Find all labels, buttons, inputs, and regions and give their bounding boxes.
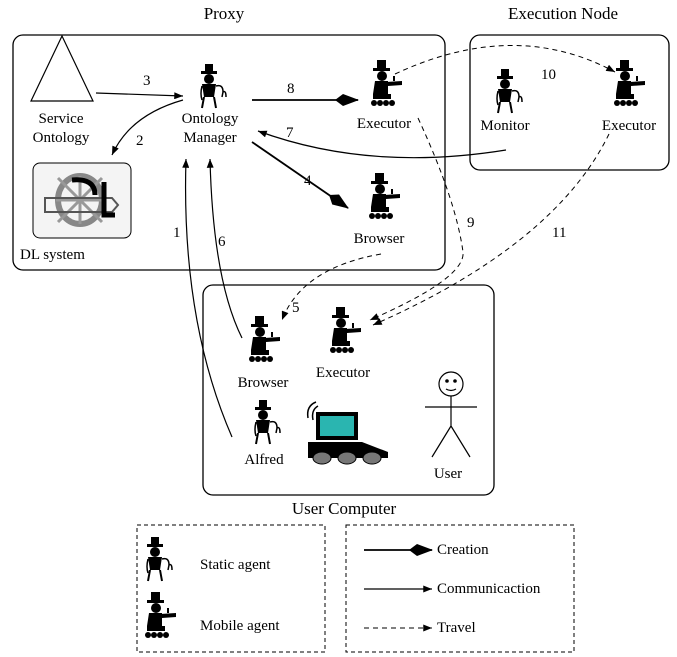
triangle-icon <box>30 34 94 102</box>
edge-5 <box>281 253 382 321</box>
edge-label-8: 8 <box>287 81 295 97</box>
edge-label-7: 7 <box>286 125 294 141</box>
mobile-agent-icon-user-browser <box>248 315 281 363</box>
static-agent-icon-monitor <box>496 68 523 114</box>
legend-arrows-box <box>345 524 575 653</box>
user-computer-box <box>202 284 495 496</box>
edge-4 <box>251 141 349 209</box>
edge-label-1: 1 <box>173 225 181 241</box>
proxy-box <box>12 34 446 271</box>
edge-label-5: 5 <box>292 300 300 316</box>
execution-node-title: Execution Node <box>508 4 618 23</box>
user-browser-label: Browser <box>237 375 289 391</box>
edge-9 <box>369 117 464 321</box>
edge-10 <box>394 45 616 75</box>
mobile-agent-icon-legend <box>144 591 177 639</box>
edge-label-11: 11 <box>552 225 567 241</box>
mobile-agent-icon-proxy-browser <box>368 172 401 220</box>
service-ontology-label-1: Service <box>38 111 84 127</box>
edge-11 <box>372 133 610 326</box>
edge-label-6: 6 <box>218 234 226 250</box>
legend-communication-label: Communicaction <box>437 581 541 597</box>
static-agent-icon-legend <box>146 536 173 582</box>
dl-system-label: DL system <box>20 247 85 263</box>
legend-static-agent-label: Static agent <box>200 557 271 573</box>
stick-figure-icon <box>425 371 477 458</box>
legend-travel-label: Travel <box>437 620 476 636</box>
user-executor-label: Executor <box>315 365 371 381</box>
dl-system-logo <box>32 162 132 239</box>
legend-agents-box <box>136 524 326 653</box>
static-agent-icon-ontology-manager <box>200 63 227 109</box>
laptop-icon <box>306 401 388 465</box>
execution-node-box <box>469 34 670 171</box>
monitor-label: Monitor <box>480 118 530 134</box>
service-ontology-label-2: Ontology <box>32 130 90 146</box>
proxy-browser-label: Browser <box>353 231 405 247</box>
alfred-label: Alfred <box>244 452 284 468</box>
mobile-agent-icon-proxy-executor <box>370 59 403 107</box>
user-computer-title: User Computer <box>291 499 397 518</box>
edge-1 <box>182 158 233 438</box>
edge-6 <box>206 158 243 339</box>
edge-3 <box>95 92 184 100</box>
exec-executor-label: Executor <box>601 118 657 134</box>
mobile-agent-icon-user-executor <box>329 306 362 354</box>
edge-label-4: 4 <box>304 173 312 189</box>
ontology-manager-label-1: Ontology <box>181 111 239 127</box>
edge-label-9: 9 <box>467 215 475 231</box>
legend-creation-label: Creation <box>437 542 489 558</box>
proxy-title: Proxy <box>203 4 245 23</box>
edge-7 <box>257 130 507 159</box>
static-agent-icon-alfred <box>254 399 281 445</box>
proxy-executor-label: Executor <box>356 116 412 132</box>
mobile-agent-icon-exec-executor <box>613 59 646 107</box>
legend-mobile-agent-label: Mobile agent <box>200 618 280 634</box>
edge-2 <box>111 99 184 156</box>
edge-label-2: 2 <box>136 133 144 149</box>
edge-label-3: 3 <box>143 73 151 89</box>
ontology-manager-label-2: Manager <box>183 130 237 146</box>
user-label: User <box>433 466 463 482</box>
edge-label-10: 10 <box>541 67 556 83</box>
